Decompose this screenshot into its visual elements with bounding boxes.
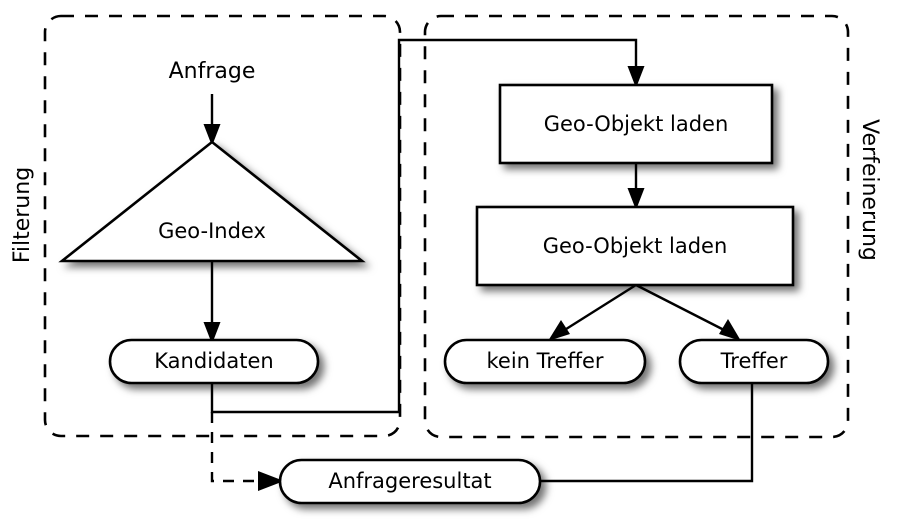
- edge-kandidaten-to-geo-objekt-laden-1: [210, 38, 645, 414]
- group-frame-filterung: [43, 14, 402, 438]
- node-label-treffer: Treffer: [720, 349, 788, 373]
- node-anfrageresultat: Anfrageresultat: [278, 458, 542, 505]
- node-label-geo-index: Geo-Index: [158, 219, 266, 243]
- node-geo-objekt-laden-1: Geo-Objekt laden: [498, 83, 774, 165]
- edge-treffer-to-anfrageresultat: [540, 383, 754, 483]
- edge-anfrage-to-geo-index: [203, 94, 221, 146]
- edge-geo-objekt-laden-2-to-treffer: [635, 283, 741, 341]
- node-treffer: Treffer: [678, 338, 830, 385]
- node-label-kandidaten: Kandidaten: [154, 349, 273, 373]
- edge-geo-objekt-laden-1-to-2: [627, 163, 645, 210]
- group-label-verfeinerung: Verfeinerung: [857, 119, 882, 261]
- node-geo-index: Geo-Index: [58, 140, 366, 263]
- group-frame-verfeinerung: [423, 14, 850, 439]
- group-label-filterung: Filterung: [10, 167, 35, 263]
- edge-geo-objekt-laden-2-to-kein-treffer: [548, 283, 637, 341]
- node-label-anfrageresultat: Anfrageresultat: [328, 469, 491, 493]
- node-label-anfrage: Anfrage: [169, 59, 256, 84]
- node-kandidaten: Kandidaten: [108, 338, 320, 385]
- node-geo-objekt-laden-2: Geo-Objekt laden: [475, 205, 795, 287]
- node-kein-treffer: kein Treffer: [443, 338, 647, 385]
- node-label-kein-treffer: kein Treffer: [486, 349, 603, 373]
- edge-kandidaten-to-anfrageresultat: [210, 412, 284, 491]
- node-label-geo-objekt-laden-2: Geo-Objekt laden: [543, 234, 728, 258]
- node-label-geo-objekt-laden-1: Geo-Objekt laden: [544, 112, 729, 136]
- edge-geo-index-to-kandidaten: [203, 261, 221, 344]
